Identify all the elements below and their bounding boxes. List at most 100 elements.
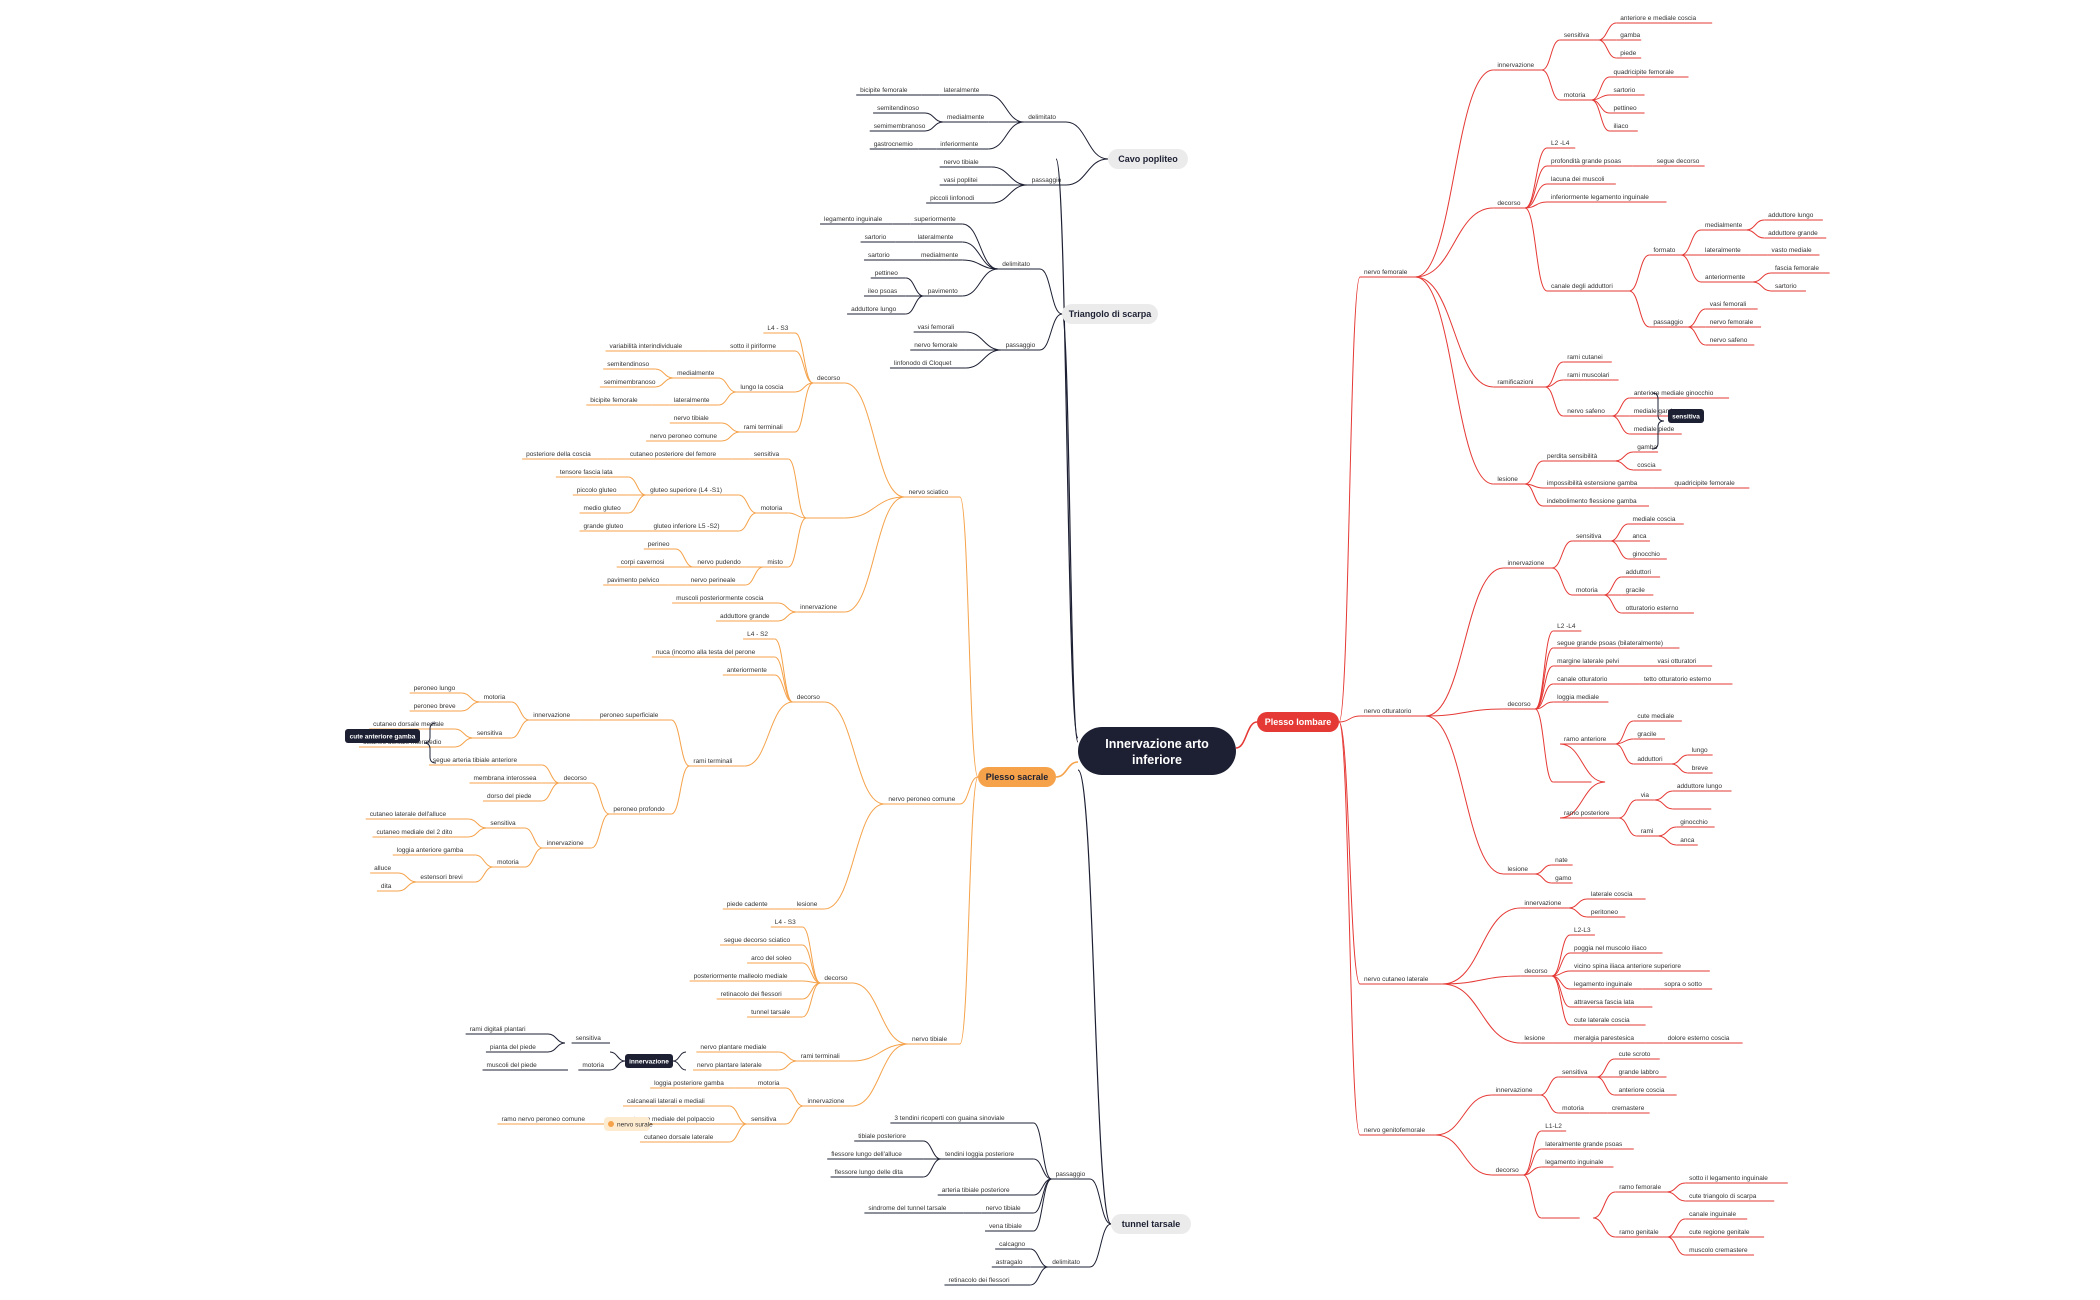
node-attraversa-fascia-lata[interactable]: attraversa fascia lata [1574,999,1634,1006]
node-tunnel-tarsale[interactable]: tunnel tarsale [751,1009,790,1016]
node-bicipite-femorale[interactable]: bicipite femorale [590,397,638,404]
node-medialmente[interactable]: medialmente [921,252,959,259]
node-canale-inguinale[interactable]: canale inguinale [1689,1211,1736,1218]
node-lungo[interactable]: lungo [1692,747,1708,754]
node-n-cut-lat[interactable]: nervo cutaneo laterale [1364,976,1429,983]
node-decorso[interactable]: decorso [797,694,821,701]
node-canale-otturatorio[interactable]: canale otturatorio [1557,676,1608,683]
node-cute-mediale[interactable]: cute mediale [1637,713,1674,720]
node-canale-adduttori[interactable]: canale degli adduttori [1551,283,1613,290]
node-lesione[interactable]: lesione [797,901,818,908]
node-vasi-femorali[interactable]: vasi femorali [918,324,954,331]
node-sopra-sotto[interactable]: sopra o sotto [1664,981,1702,988]
node-rami-terminali[interactable]: rami terminali [801,1053,840,1060]
node-tendini-guaina[interactable]: 3 tendini ricoperti con guaina sinoviale [894,1115,1005,1122]
node-tetto-otturatorio[interactable]: tetto otturatorio esterno [1644,676,1712,683]
node-pavimento[interactable]: pavimento [928,288,958,295]
node-quadricipite[interactable]: quadricipite femorale [1614,69,1675,76]
node-flessore-lungo-alluce[interactable]: flessore lungo dell'alluce [831,1151,902,1158]
node-posteriore-coscia[interactable]: posteriore della coscia [526,451,591,458]
node-pettineo[interactable]: pettineo [1614,105,1638,112]
node-adduttore-grande[interactable]: adduttore grande [720,613,770,620]
node-misto[interactable]: misto [767,559,783,566]
node-rami[interactable]: rami [1641,828,1654,835]
node-sartorio[interactable]: sartorio [865,234,887,241]
node-delimitato[interactable]: delimitato [1052,1259,1080,1266]
node-decorso[interactable]: decorso [1507,701,1531,708]
node-vasi-poplitei[interactable]: vasi poplitei [944,177,978,184]
node-nervo-tibiale[interactable]: nervo tibiale [674,415,709,422]
node-via[interactable]: via [1641,792,1650,799]
node-cut-med-dito[interactable]: cutaneo mediale del 2 dito [376,829,452,836]
node-legamento-inguinale[interactable]: legamento inguinale [1574,981,1633,988]
node-flessore-lungo-dita[interactable]: flessore lungo delle dita [835,1169,904,1176]
node-piede[interactable]: piede [1620,50,1636,57]
node-ramo-anteriore[interactable]: ramo anteriore [1564,736,1607,743]
node-nervo-plantare-mediale[interactable]: nervo plantare mediale [700,1044,767,1051]
node-otturatorio-esterno[interactable]: otturatorio esterno [1626,605,1679,612]
node-lacuna[interactable]: lacuna dei muscoli [1551,176,1604,183]
node-lateralmente[interactable]: lateralmente [1705,247,1741,254]
node-laterale-coscia[interactable]: laterale coscia [1591,891,1633,898]
central-topic[interactable] [1078,727,1236,775]
node-pettineo[interactable]: pettineo [875,270,899,277]
node-gamba[interactable]: gamba [1637,444,1657,451]
node-motoria[interactable]: motoria [1564,92,1586,99]
node-cut-post-femore[interactable]: cutaneo posteriore del femore [630,451,717,458]
node-semitendinoso[interactable]: semitendinoso [607,361,649,368]
category-tunnel-tarsale[interactable] [1111,1214,1191,1234]
node-lungo-coscia[interactable]: lungo la coscia [740,384,783,391]
node-innervazione[interactable]: innervazione [800,604,837,611]
node-adduttore-lungo[interactable]: adduttore lungo [851,306,897,313]
node-gracile[interactable]: gracile [1626,587,1646,594]
node-ramo-posteriore[interactable]: ramo posteriore [1564,810,1610,817]
node-segue-decorso-sciatico[interactable]: segue decorso sciatico [724,937,791,944]
node-rami-muscolari[interactable]: rami muscolari [1567,372,1609,379]
node-iliaco[interactable]: iliaco [1614,123,1629,130]
node-estensori-brevi[interactable]: estensori brevi [420,874,462,881]
node-innervazione[interactable]: innervazione [1497,62,1534,69]
node-muscoli-post-coscia[interactable]: muscoli posteriormente coscia [676,595,764,602]
node-prof-grande-psoas[interactable]: profondità grande psoas [1551,158,1622,165]
node-piccolo-gluteo[interactable]: piccolo gluteo [577,487,617,494]
node-peroneo-superficiale[interactable]: peroneo superficiale [600,712,659,719]
node-delimitato[interactable]: delimitato [1028,114,1056,121]
node-piccolo-linfonodi[interactable]: piccoli linfonodi [930,195,974,202]
node-membrana-interossea[interactable]: membrana interossea [473,775,536,782]
node-l2l4[interactable]: L2 -L4 [1557,623,1576,630]
node-inferiormente-lig[interactable]: inferiormente legamento inguinale [1551,194,1649,201]
node-motoria[interactable]: motoria [1562,1105,1584,1112]
node-segue-arteria[interactable]: segue arteria tibiale anteriore [433,757,518,764]
node-sotto-lig[interactable]: sotto il legamento inguinale [1689,1175,1768,1182]
node-nervo-pudendo[interactable]: nervo pudendo [697,559,741,566]
node-superiormente[interactable]: superiormente [914,216,956,223]
node-semimembranoso[interactable]: semimembranoso [604,379,656,386]
node-cute-lat-coscia[interactable]: cute laterale coscia [1574,1017,1630,1024]
node-sensitiva[interactable]: sensitiva [751,1116,777,1123]
node-peroneo-lungo[interactable]: peroneo lungo [414,685,456,692]
node-nervo-safeno[interactable]: nervo safeno [1710,337,1748,344]
node-nervo-peroneo-comune[interactable]: nervo peroneo comune [888,796,955,803]
node-vena-tibiale[interactable]: vena tibiale [989,1223,1022,1230]
node-ramo-femorale[interactable]: ramo femorale [1619,1184,1661,1191]
node-n-genitofemorale[interactable]: nervo genitofemorale [1364,1127,1425,1134]
node-indebolimento-fless[interactable]: indebolimento flessione gamba [1547,498,1637,505]
node-lesione[interactable]: lesione [1524,1035,1545,1042]
node-dita[interactable]: dita [381,883,392,890]
node-pianta-piede[interactable]: pianta del piede [490,1044,536,1051]
node-ramo-peroneo-comune[interactable]: ramo nervo peroneo comune [502,1116,586,1123]
node-cut-dorsale-mediale[interactable]: cutaneo dorsale mediale [373,721,444,728]
node-arteria-tibiale-post[interactable]: arteria tibiale posteriore [942,1187,1010,1194]
node-pavimento-pelvico[interactable]: pavimento pelvico [607,577,659,584]
node-muscolo-cremastere[interactable]: muscolo cremastere [1689,1247,1748,1254]
node-rami-digitali[interactable]: rami digitali plantari [470,1026,526,1033]
node-sensitiva[interactable]: sensitiva [490,820,516,827]
node-decorso[interactable]: decorso [1496,1167,1520,1174]
node-motoria[interactable]: motoria [582,1062,604,1069]
node-medialmente[interactable]: medialmente [947,114,985,121]
node-motoria[interactable]: motoria [758,1080,780,1087]
node-ileo-psoas[interactable]: ileo psoas [868,288,898,295]
node-peroneo-profondo[interactable]: peroneo profondo [613,806,665,813]
node-sensitiva[interactable]: sensitiva [754,451,780,458]
node-cute-triangolo[interactable]: cute triangolo di scarpa [1689,1193,1757,1200]
